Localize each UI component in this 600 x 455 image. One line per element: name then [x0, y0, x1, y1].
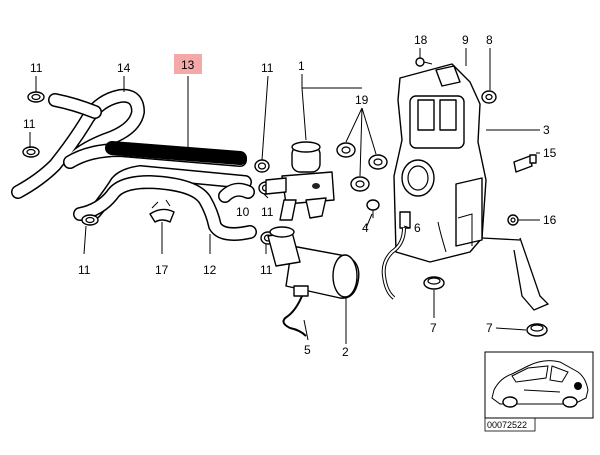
- label-9: 9: [462, 33, 469, 47]
- label-17: 17: [155, 263, 169, 277]
- label-2: 2: [342, 345, 349, 359]
- label-11: 11: [260, 263, 273, 277]
- inset-code: 00072522: [487, 420, 527, 430]
- sleeve-8: [481, 90, 497, 104]
- car-outline-icon: [491, 360, 589, 408]
- sensor-15: [513, 154, 537, 173]
- label-3: 3: [543, 123, 550, 137]
- bracket-17: [149, 199, 175, 223]
- label-6: 6: [414, 221, 421, 235]
- label-8: 8: [486, 33, 493, 47]
- grommet-7: [423, 276, 548, 337]
- label-11: 11: [261, 61, 274, 75]
- label-11: 11: [30, 61, 43, 75]
- label-10: 10: [236, 205, 250, 219]
- hose-12: [73, 175, 257, 241]
- label-7: 7: [430, 321, 437, 335]
- highlight-box: [174, 54, 202, 74]
- nut-16: [507, 214, 519, 226]
- label-7: 7: [486, 321, 493, 335]
- hose-14: [11, 88, 145, 199]
- label-12: 12: [203, 263, 217, 277]
- label-16: 16: [543, 213, 557, 227]
- nut-9: [435, 65, 461, 87]
- cable-5: [282, 295, 307, 337]
- leader-lines: [29, 48, 540, 344]
- label-14: 14: [117, 61, 131, 75]
- label-11: 11: [23, 117, 36, 131]
- screw-4: [366, 199, 380, 218]
- hose-6: [381, 211, 411, 300]
- grommets-19: [336, 142, 388, 192]
- label-1: 1: [298, 59, 305, 73]
- screw-18: [415, 57, 433, 67]
- label-11: 11: [78, 263, 91, 277]
- hose-10: [218, 182, 255, 203]
- label-19: 19: [355, 93, 369, 107]
- label-4: 4: [362, 221, 369, 235]
- label-13: 13: [181, 58, 195, 72]
- label-11: 11: [261, 205, 274, 219]
- valve-1: [265, 141, 335, 221]
- label-5: 5: [304, 343, 311, 357]
- label-15: 15: [543, 146, 557, 160]
- vehicle-inset: 00072522: [484, 351, 594, 432]
- label-18: 18: [414, 33, 428, 47]
- bracket-3: [393, 63, 550, 311]
- callout-labels: 18 9 8 11 14 13 11 1 11 19 3 15 10 11 4 …: [23, 33, 557, 359]
- pump-2: [267, 226, 360, 299]
